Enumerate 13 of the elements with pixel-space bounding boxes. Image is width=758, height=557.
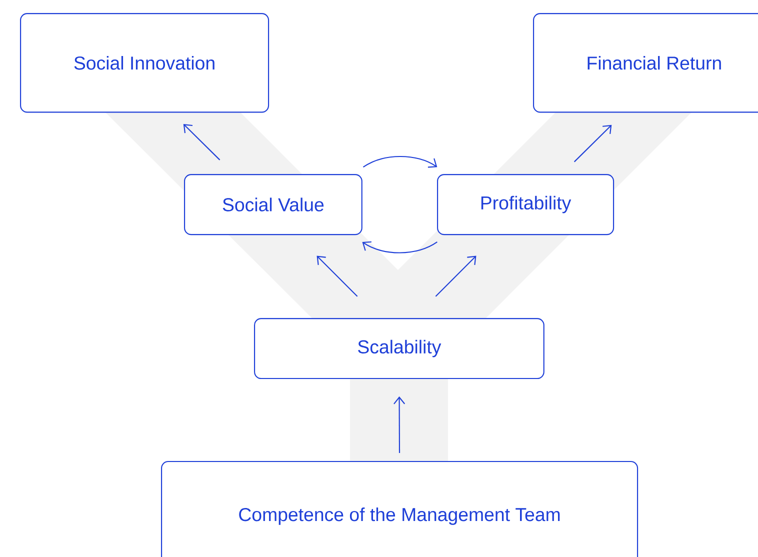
arrow (435, 256, 476, 297)
text-box: Scalability (254, 318, 544, 380)
text-box: Financial Return (533, 13, 758, 113)
arrow (394, 396, 406, 453)
arrow (362, 156, 438, 168)
text-box: Social Value (184, 174, 362, 236)
arrow (574, 124, 612, 162)
text-box: Competence of the Management Team (161, 461, 638, 557)
arrow (316, 256, 358, 297)
arrow (362, 241, 438, 254)
arrow (183, 124, 220, 160)
text-box: Social Innovation (20, 13, 270, 113)
text-box: Profitability (437, 174, 614, 236)
